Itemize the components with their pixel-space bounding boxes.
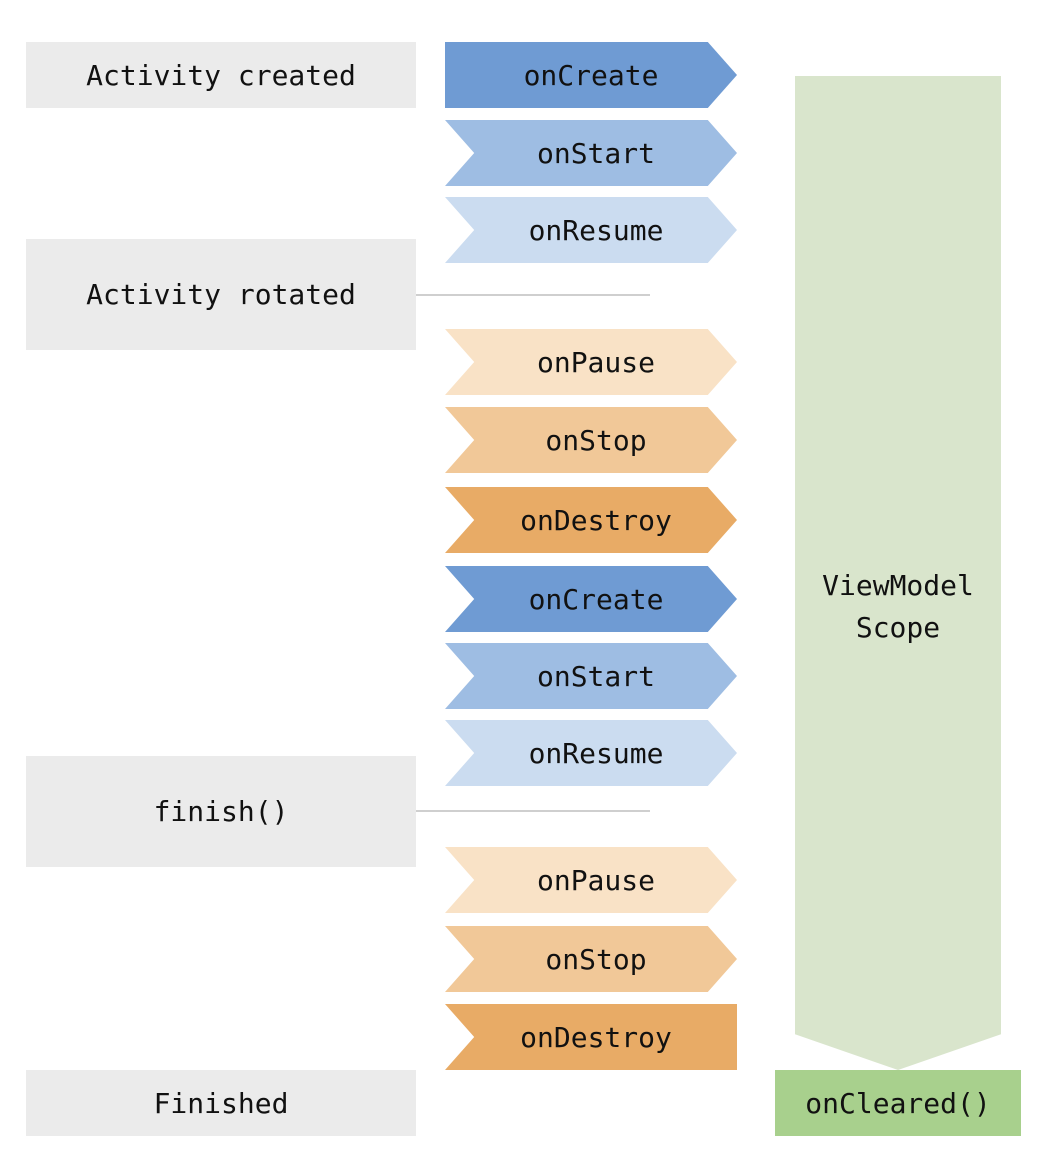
lifecycle-step-label: onStop	[545, 942, 647, 976]
lifecycle-step-onresume: onResume	[445, 197, 737, 263]
state-activity-rotated-label: Activity rotated	[86, 278, 356, 311]
lifecycle-step-label: onCreate	[523, 58, 659, 92]
connector-rotated	[416, 294, 650, 296]
lifecycle-step-onpause: onPause	[445, 329, 737, 395]
lifecycle-step-label: onStart	[536, 659, 655, 693]
state-activity-rotated: Activity rotated	[26, 239, 416, 350]
lifecycle-step-oncreate-2: onCreate	[445, 566, 737, 632]
lifecycle-step-label: onDestroy	[520, 1020, 672, 1054]
lifecycle-step-label: onCreate	[528, 582, 664, 616]
lifecycle-step-onstart: onStart	[445, 120, 737, 186]
state-activity-created-label: Activity created	[86, 58, 356, 92]
state-finish-label: finish()	[153, 795, 289, 828]
lifecycle-step-ondestroy-2: onDestroy	[445, 1004, 737, 1070]
lifecycle-step-label: onPause	[536, 863, 655, 897]
lifecycle-step-label: onPause	[536, 345, 655, 379]
oncleared-box: onCleared()	[775, 1070, 1021, 1136]
viewmodel-scope-label: ViewModel Scope	[822, 569, 974, 644]
lifecycle-step-ondestroy: onDestroy	[445, 487, 737, 553]
connector-finish	[416, 810, 650, 812]
lifecycle-step-onresume-2: onResume	[445, 720, 737, 786]
state-finished-label: Finished	[153, 1086, 289, 1120]
state-finish: finish()	[26, 756, 416, 867]
lifecycle-step-oncreate: onCreate	[445, 42, 737, 108]
lifecycle-step-onstop-2: onStop	[445, 926, 737, 992]
state-activity-created: Activity created	[26, 42, 416, 108]
viewmodel-scope-arrow	[795, 76, 1001, 1070]
lifecycle-step-onstop: onStop	[445, 407, 737, 473]
lifecycle-step-onpause-2: onPause	[445, 847, 737, 913]
lifecycle-step-label: onResume	[528, 213, 664, 247]
oncleared-label: onCleared()	[805, 1086, 991, 1120]
lifecycle-step-label: onResume	[528, 736, 664, 770]
lifecycle-step-label: onStart	[536, 136, 655, 170]
state-finished: Finished	[26, 1070, 416, 1136]
lifecycle-step-onstart-2: onStart	[445, 643, 737, 709]
lifecycle-step-label: onDestroy	[520, 503, 672, 537]
lifecycle-step-label: onStop	[545, 423, 647, 457]
